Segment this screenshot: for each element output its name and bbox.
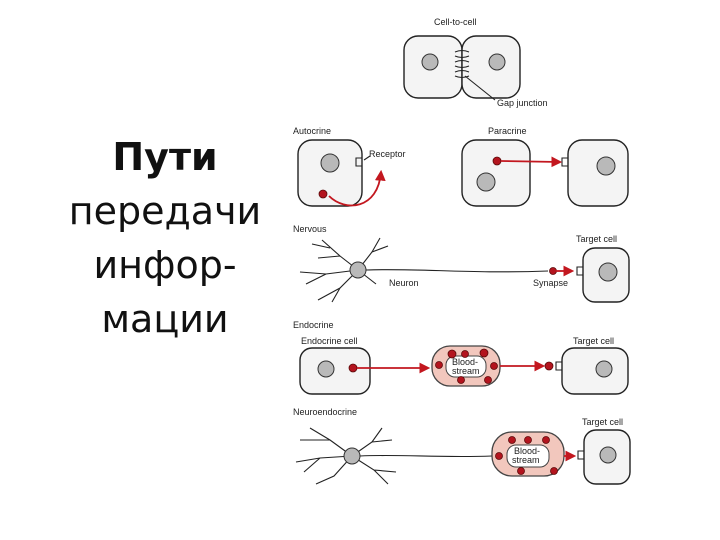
neuroendocrine-target-label: Target cell (582, 417, 623, 427)
nucleus (488, 53, 506, 71)
paracrine-panel: Paracrine (461, 126, 629, 207)
title-line-3: инфор- (93, 243, 237, 287)
gap-junction-marks (454, 49, 470, 79)
gap-junction-label: Gap junction (497, 98, 548, 108)
endocrine-target-cell (561, 347, 629, 395)
signal-molecule (457, 376, 465, 384)
signal-molecule (461, 350, 469, 358)
endocrine-cell (299, 347, 371, 395)
signal-molecule (495, 452, 503, 460)
synapse-label: Synapse (533, 278, 568, 288)
receptor-shape (576, 266, 583, 276)
signal-molecule (435, 361, 443, 369)
autocrine-cell (297, 139, 363, 207)
nucleus (317, 360, 335, 378)
title-line-4: мации (101, 297, 229, 341)
signal-molecule (544, 361, 554, 371)
endocrine-label: Endocrine (293, 320, 334, 330)
signal-molecule (484, 376, 492, 384)
neuroendocrine-label: Neuroendocrine (293, 407, 357, 417)
endocrine-target-label: Target cell (573, 336, 614, 346)
paracrine-source-cell (461, 139, 531, 207)
title-line-1: Пути (112, 135, 218, 179)
nucleus (476, 172, 496, 192)
axon (365, 269, 549, 273)
signal-molecule (348, 363, 358, 373)
paracrine-arrow (500, 156, 563, 168)
axon (359, 454, 493, 458)
paracrine-target-cell (567, 139, 629, 207)
bloodstream-label-1: Blood- (452, 357, 478, 367)
nucleus (421, 53, 439, 71)
receptor-shape (561, 157, 568, 167)
cell-to-cell-panel: Cell-to-cell Gap junction (403, 17, 548, 108)
signal-molecule (517, 467, 525, 475)
cell-to-cell-label: Cell-to-cell (434, 17, 477, 27)
signal-molecule (447, 349, 457, 359)
neuroendocrine-dendrites (295, 427, 397, 485)
signal-molecule (549, 267, 557, 275)
endocrine-cell-label: Endocrine cell (301, 336, 358, 346)
slide-title: Пути передачи инфор- мации (60, 130, 270, 346)
nervous-label: Nervous (293, 224, 327, 234)
receptor-shape (577, 450, 584, 460)
bloodstream-vessel (506, 444, 550, 468)
signal-molecule (550, 467, 558, 475)
autocrine-arrow (328, 169, 386, 207)
neuroendocrine-panel: Neuroendocrine Blood- stream Target cell (293, 407, 631, 485)
receptor-label: Receptor (369, 149, 406, 159)
bloodstream-label-1: Blood- (514, 446, 540, 456)
autocrine-panel: Autocrine Receptor (293, 126, 406, 207)
signal-molecule (492, 156, 502, 166)
signal-molecule (479, 348, 489, 358)
gap-junction-pointer (464, 75, 496, 101)
nucleus (598, 262, 618, 282)
nucleus (599, 446, 617, 464)
receptor-pointer (363, 155, 371, 161)
nervous-panel: Nervous Neuron Synapse Target cell (293, 224, 630, 303)
bloodstream-label-2: stream (512, 455, 540, 465)
title-line-2: передачи (68, 189, 262, 233)
neuron-dendrites (299, 237, 389, 303)
signal-molecule (508, 436, 516, 444)
receptor-shape (555, 361, 562, 371)
receptor-shape (355, 157, 362, 167)
nucleus (595, 360, 613, 378)
nucleus (320, 153, 340, 173)
neuron-label: Neuron (389, 278, 419, 288)
nucleus (596, 156, 616, 176)
neuron-cell-body (343, 447, 361, 465)
signal-molecule (490, 362, 498, 370)
endocrine-panel: Endocrine Endocrine cell Blood- stream T… (293, 320, 629, 395)
signal-molecule (542, 436, 550, 444)
neuron-cell-body (349, 261, 367, 279)
signal-molecule (524, 436, 532, 444)
paracrine-label: Paracrine (488, 126, 527, 136)
target-cell-label: Target cell (576, 234, 617, 244)
bloodstream-label-2: stream (452, 366, 480, 376)
autocrine-label: Autocrine (293, 126, 331, 136)
signal-molecule (318, 189, 328, 199)
